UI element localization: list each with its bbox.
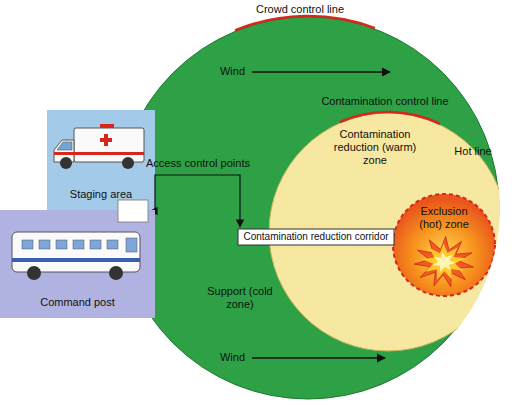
access-bracket xyxy=(150,175,240,227)
warm-zone-art xyxy=(340,112,440,124)
zone-label: Exclusion (hot) zone xyxy=(408,205,480,231)
command-post-panel-art xyxy=(12,200,148,280)
command-vehicle-icon xyxy=(12,232,140,280)
wind-label: Wind xyxy=(175,351,245,364)
zone-label: Contamination reduction (warm) zone xyxy=(333,128,417,167)
corridor-box-shape xyxy=(238,229,394,245)
hot-line-label: Hot line xyxy=(445,145,501,158)
ambulance-icon xyxy=(54,124,144,169)
zone-label: Staging area xyxy=(47,188,155,201)
access-control-box xyxy=(118,200,148,222)
zone-label: Command post xyxy=(0,296,155,309)
wind-arrow xyxy=(252,357,385,358)
support-zone: Support (cold zone) Contamination reducti… xyxy=(116,16,500,400)
crowd-control-line xyxy=(235,16,375,30)
wind-arrow xyxy=(252,71,390,72)
access-points-label: Access control points xyxy=(138,157,258,170)
hot-zone: Exclusion (hot) zone xyxy=(392,193,496,297)
staging-area-panel: Staging area xyxy=(47,110,155,210)
contamination-control-label: Contamination control line xyxy=(305,95,465,108)
explosion-core xyxy=(433,252,456,272)
explosion-outer xyxy=(414,237,473,287)
contamination-control-line xyxy=(340,112,440,124)
hot-zone-art xyxy=(414,237,473,287)
hot-zone-shape xyxy=(393,194,495,296)
zone-label: Support (cold zone) xyxy=(195,285,285,311)
corridor-box: Contamination reduction corridor xyxy=(238,229,394,245)
zone-label: Contamination reduction corridor xyxy=(238,230,394,244)
staging-area-panel-shape xyxy=(47,110,155,210)
crowd-control-label: Crowd control line xyxy=(230,3,370,16)
command-post-panel-shape xyxy=(0,210,155,318)
wind-label: Wind xyxy=(175,65,245,78)
command-post-panel: Command post xyxy=(0,210,155,318)
explosion-middle xyxy=(422,243,465,279)
